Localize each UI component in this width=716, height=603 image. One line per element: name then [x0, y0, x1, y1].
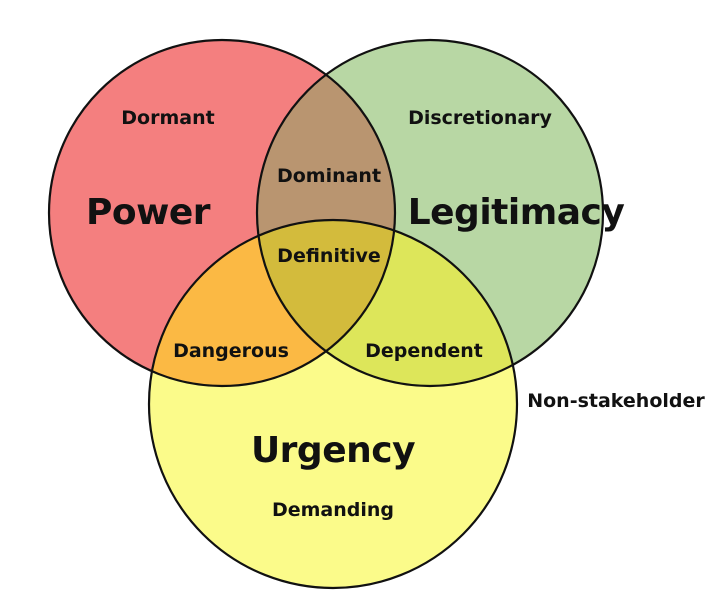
- region-definitive: Definitive: [277, 245, 381, 267]
- legitimacy-outline: [255, 38, 605, 388]
- region-dangerous: Dangerous: [173, 340, 289, 362]
- set-label-legitimacy: Legitimacy: [408, 192, 625, 233]
- region-demanding: Demanding: [272, 499, 394, 521]
- legitimacy-urgency-overlap: [257, 220, 517, 386]
- region-discretionary: Discretionary: [408, 107, 552, 129]
- power-outline: [47, 38, 397, 388]
- region-dominant: Dominant: [277, 165, 381, 187]
- urgency-outline: [147, 218, 519, 590]
- non-stakeholder-label: Non-stakeholder: [527, 390, 705, 412]
- set-label-power: Power: [86, 192, 211, 233]
- power-urgency-overlap: [149, 220, 395, 386]
- set-label-urgency: Urgency: [251, 430, 415, 471]
- region-dependent: Dependent: [365, 340, 483, 362]
- region-dormant: Dormant: [121, 107, 214, 129]
